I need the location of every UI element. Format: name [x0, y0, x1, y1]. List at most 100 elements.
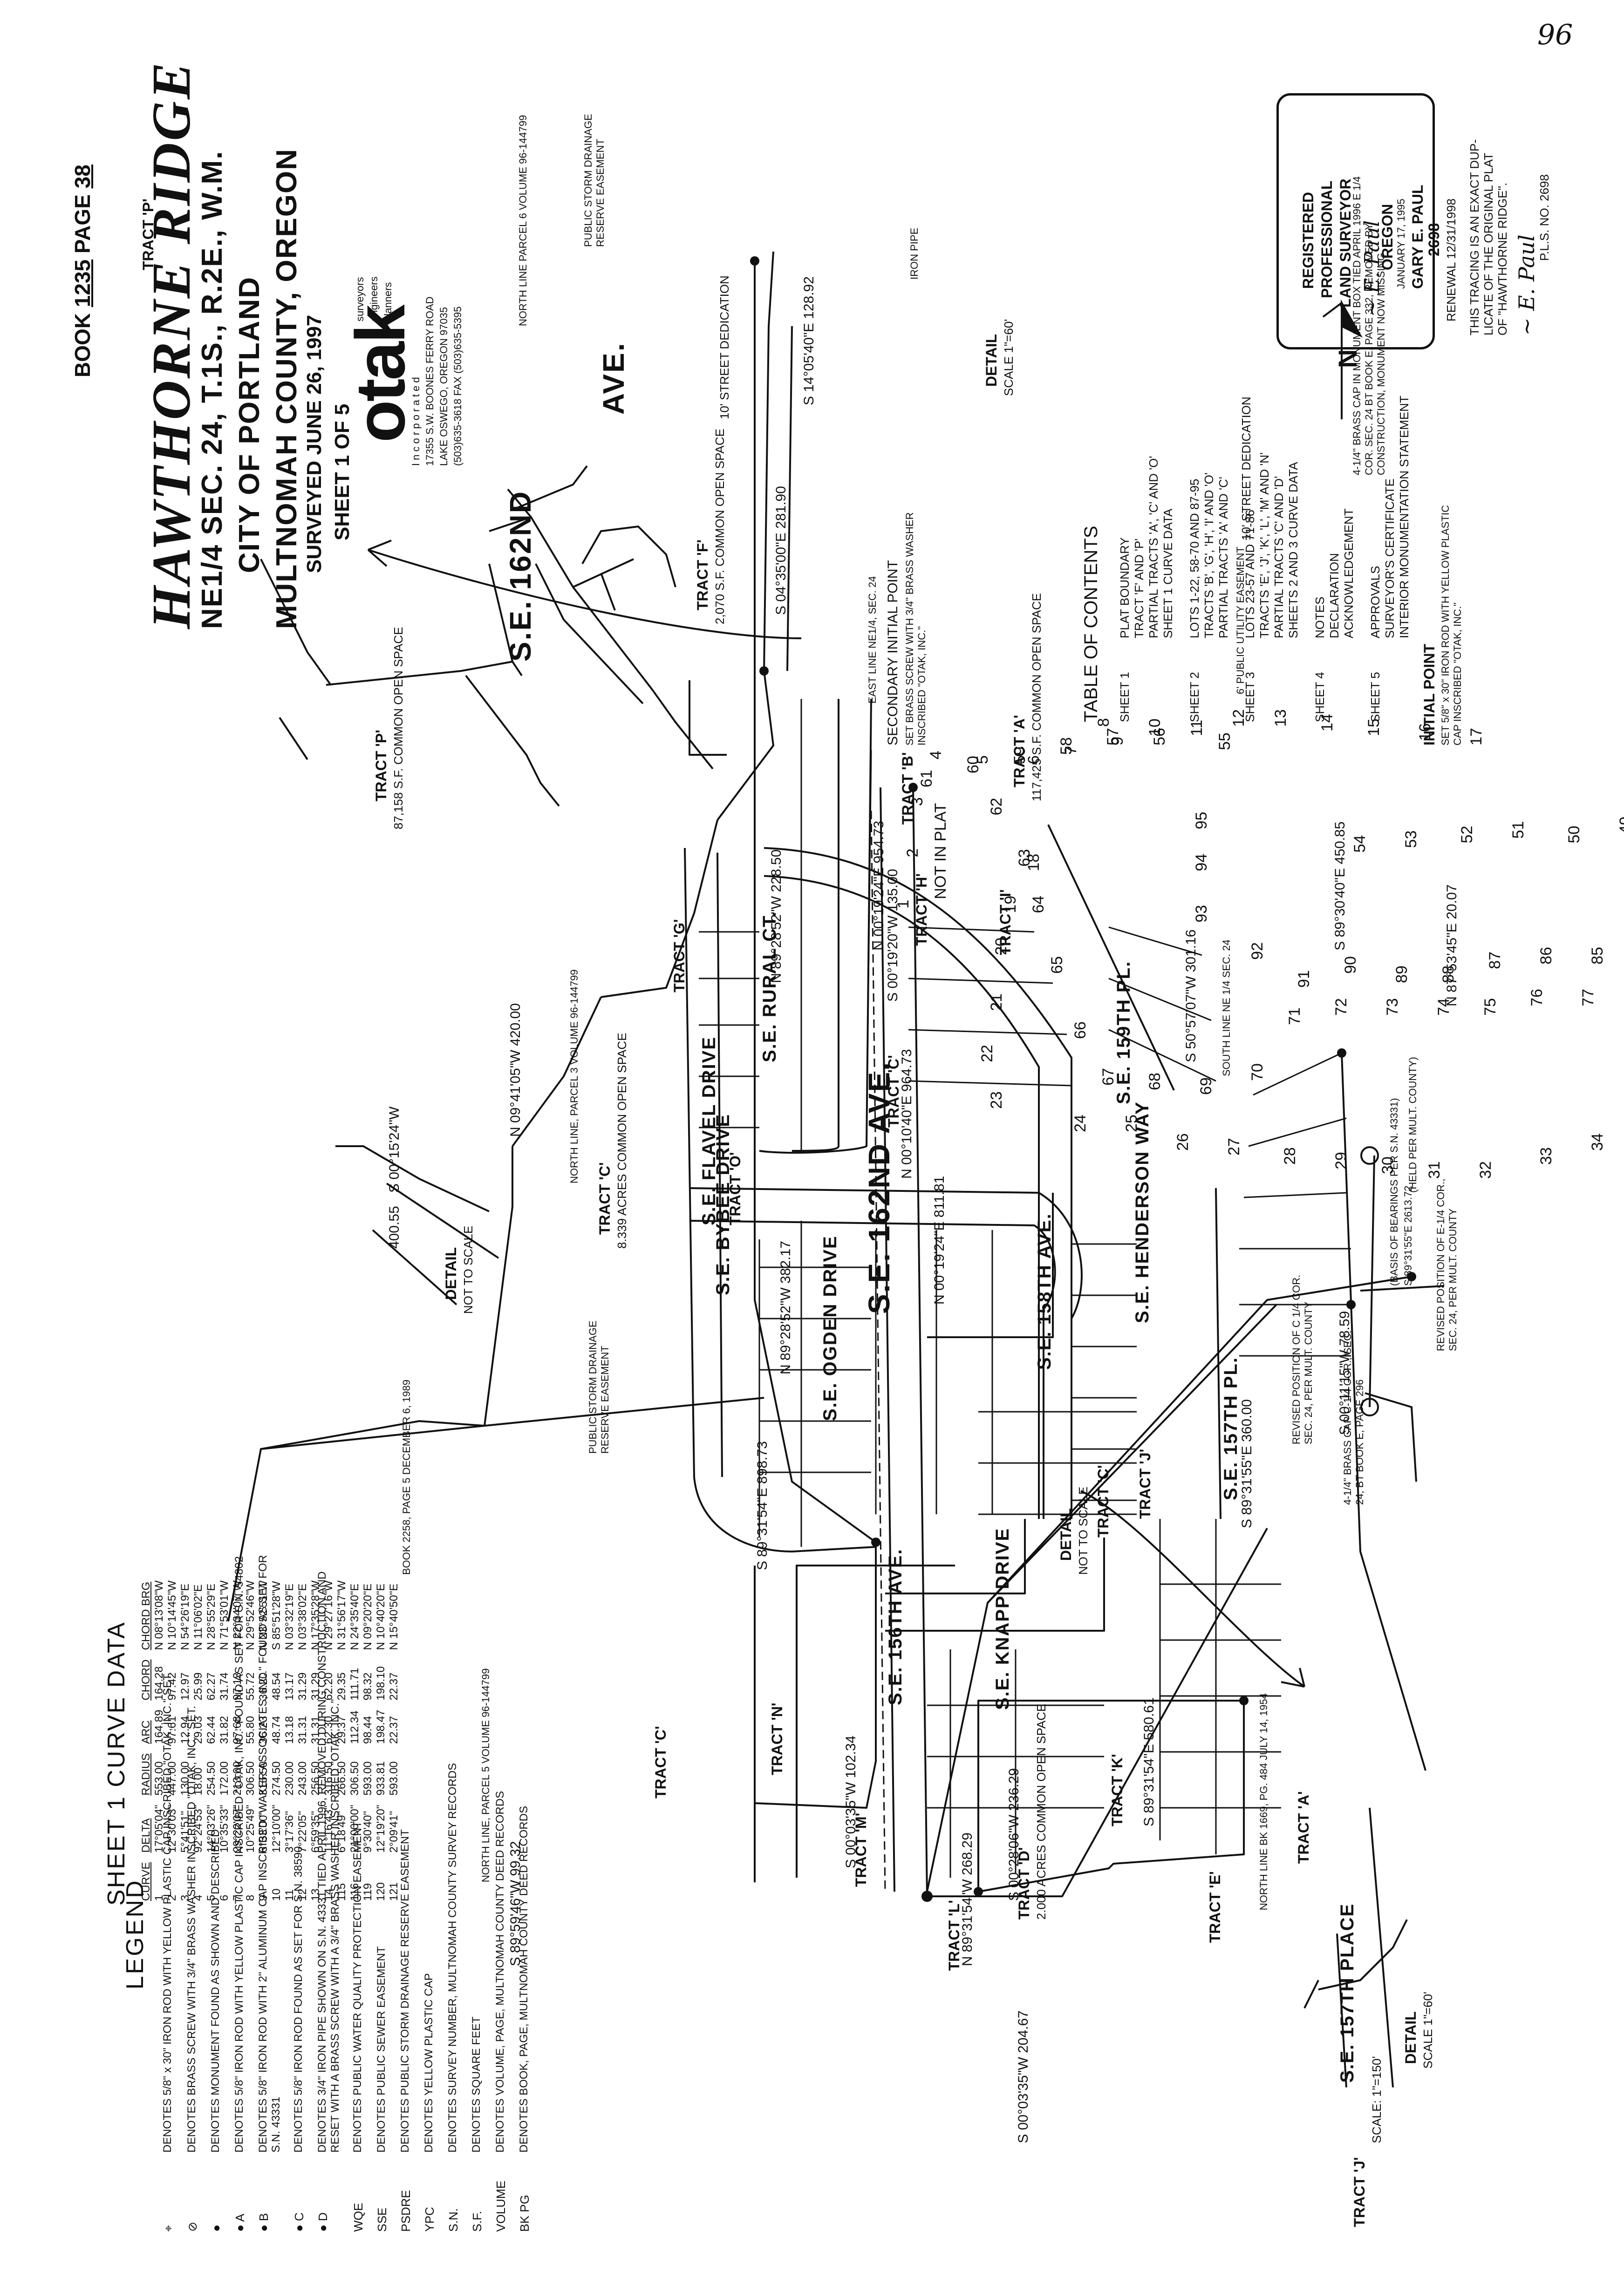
lot-number: 66: [1071, 1021, 1089, 1039]
boundary-west-a: [260, 1420, 485, 1450]
legend-symbol: ● A: [233, 2214, 247, 2232]
bearing-16: S 00°03'35"W 204.67: [1016, 2010, 1031, 2143]
lot-number: 15: [1365, 718, 1383, 736]
south-line: SOUTH LINE NE 1/4 SEC. 24: [1221, 939, 1232, 1076]
tract-j: TRACT 'J': [1137, 1449, 1153, 1519]
lot-number: 16: [1416, 723, 1434, 741]
legend-symbol: S.F.: [470, 2211, 484, 2232]
legend-description: DENOTES 5/8" IRON ROD FOUND AS SET FOR S…: [292, 1846, 305, 2153]
lot-number: 34: [1589, 1133, 1606, 1151]
street-henderson: S.E. HENDERSON WAY: [1132, 1101, 1153, 1323]
street-156th: S.E. 156TH AVE.: [885, 1548, 906, 1705]
access-road-2: [786, 326, 793, 671]
street-156th: [885, 1519, 1026, 1594]
tract-p-desc: 87,158 S.F. COMMON OPEN SPACE: [391, 627, 405, 829]
tract-e: TRACT 'E': [1207, 1871, 1223, 1943]
legend-row: ⊘DENOTES BRASS SCREW WITH 3/4" BRASS WAS…: [185, 1547, 200, 2232]
east-line: EAST LINE NE1/4, SEC. 24: [867, 576, 878, 704]
lot-number: 24: [1071, 1114, 1089, 1132]
legend-symbol: ● B: [257, 2213, 271, 2232]
firm-addr2: LAKE OSWEGO, OREGON 97035: [438, 307, 450, 466]
legend-description: DENOTES PUBLIC STORM DRAINAGE RESERVE EA…: [399, 1829, 411, 2153]
lot-number: 51: [1509, 821, 1527, 839]
bearing-19: S 00°03'35"W 102.34: [843, 1735, 859, 1868]
lot-number: 71: [1286, 1007, 1303, 1025]
secondary-point-desc: SET BRASS SCREW WITH 3/4" BRASS WASHER I…: [904, 512, 928, 745]
stamp-l6: GARY E. PAUL: [1409, 185, 1426, 289]
lot-number: 11: [1188, 719, 1206, 736]
corner-mark: 96: [1537, 19, 1573, 51]
legend-symbol: VOLUME: [494, 2181, 508, 2232]
scale-label: SCALE: 1"=150': [1370, 2056, 1384, 2143]
bearing-7: 400.55: [387, 1206, 402, 1249]
boundary-west-b: [484, 1146, 513, 1426]
lower-south-line-2: [1359, 1551, 1426, 1771]
detail-nts2-sub: NOT TO SCALE: [1076, 1486, 1090, 1575]
lot-number: 25: [1123, 1114, 1140, 1132]
street-henderson-2: [764, 875, 1040, 1519]
bearing-3: N 89°28'52"W 228.50: [769, 849, 784, 983]
legend-description: DENOTES MONUMENT FOUND AS SHOWN AND DESC…: [209, 1829, 222, 2153]
lot-number: 29: [1332, 1152, 1350, 1169]
north-line-p5: NORTH LINE, PARCEL 5 VOLUME 96-144799: [480, 1668, 491, 1882]
lot-number: 76: [1528, 989, 1546, 1006]
tract-n: TRACT 'N': [769, 1702, 785, 1775]
not-in-plat: NOT IN PLAT: [932, 803, 949, 899]
subtitle-line3: MULTNOMAH COUNTY, OREGON: [271, 148, 303, 629]
bearing-2: N 00°19'24"E 811.81: [932, 1176, 947, 1305]
lot-number: 70: [1249, 1063, 1266, 1081]
firm-inc: I n c o r p o r a t e d: [410, 377, 422, 466]
lot-number: 69: [1197, 1077, 1215, 1095]
lot-number: 55: [1216, 732, 1234, 750]
detail-162-scale: SCALE 1"=60': [1002, 319, 1016, 396]
tract-c-desc: 8.339 ACRES COMMON OPEN SPACE: [615, 1032, 629, 1249]
lot-number: 32: [1477, 1161, 1494, 1179]
tract-a-line-2: [927, 1528, 1268, 1897]
legend-symbol: S.N.: [446, 2208, 460, 2232]
lot-number: 17: [1467, 728, 1485, 745]
lot-number: 30: [1379, 1156, 1397, 1174]
lot-number: 12: [1230, 709, 1248, 727]
plat-outer-boundary: [754, 1542, 877, 1809]
legend-description: DENOTES BRASS SCREW WITH 3/4" BRASS WASH…: [185, 1705, 198, 2153]
detail-157-scale: SCALE 1"=60': [1421, 1991, 1435, 2069]
lot-number: 19: [1002, 896, 1019, 913]
tract-b: TRACT 'B': [899, 752, 916, 825]
lot-number: 62: [988, 798, 1005, 815]
street-bybee: [689, 1187, 1083, 1519]
lot-number: 74: [1435, 998, 1453, 1016]
lot-number: 54: [1351, 835, 1369, 853]
street-158th: [927, 1193, 1054, 1338]
lot-number: 20: [992, 937, 1010, 955]
bearing-23: N 87°53'45"E 20.07: [1444, 884, 1460, 1006]
arrow-to-detail-162: [368, 549, 802, 639]
subtitle-line4: SURVEYED JUNE 26, 1997: [303, 315, 326, 573]
psdre-note-2: PUBLIC STORM DRAINAGE RESERVE EASEMENT: [587, 1320, 611, 1454]
legend-symbol: YPC: [423, 2207, 437, 2232]
detail-nts2-title: DETAIL: [1058, 1508, 1074, 1561]
lot-number: 93: [1193, 905, 1210, 923]
lot-number: 91: [1295, 970, 1313, 988]
lot-number: 4: [927, 751, 945, 759]
street-159th: [1047, 824, 1175, 1091]
street-dedication: 10' STREET DEDICATION: [1239, 397, 1253, 540]
initial-point-desc: SET 5/8" x 30" IRON ROD WITH YELLOW PLAS…: [1440, 505, 1463, 745]
iron-pipe: IRON PIPE: [908, 227, 920, 280]
firm-addr1: 17355 S.W. BOONES FERRY ROAD: [424, 296, 436, 466]
tract-a-line: [987, 1304, 1277, 1604]
legend-symbol: PSDRE: [399, 2190, 413, 2232]
stamp-l7: 2698: [1426, 223, 1442, 256]
legend-title: LEGEND: [122, 1879, 149, 1990]
detail-nts-title: DETAIL: [443, 1247, 459, 1300]
street-flavel: [684, 848, 876, 1552]
lot-number: 33: [1537, 1147, 1555, 1165]
lot-number: 28: [1281, 1147, 1299, 1165]
lot-number: 58: [1058, 737, 1075, 755]
se-162nd-west-line: [880, 787, 895, 1892]
